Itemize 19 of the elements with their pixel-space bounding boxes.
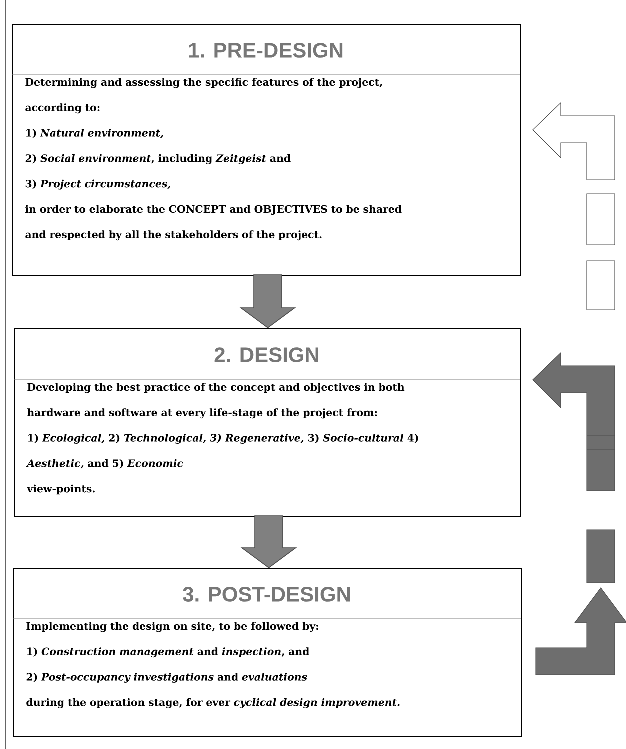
- block-arrow: [240, 516, 298, 568]
- body-text: 3) Project circumstances,: [26, 180, 171, 190]
- body-text: 1) Construction management and inspection, and: [27, 648, 310, 658]
- body-text: Developing the best practice of the concept and objectives in both hardware and software at every life-stage of the project from:: [28, 383, 405, 419]
- body-text: view-points.: [27, 484, 95, 495]
- stage-heading: 3. POST-DESIGN: [183, 587, 350, 602]
- stage-box: [12, 568, 522, 737]
- body-text: 2) Post-occupancy investigations and evaluations: [26, 673, 308, 684]
- block-arrow: [240, 274, 296, 328]
- stage-heading: 2. DESIGN: [214, 348, 318, 362]
- body-text: in order to elaborate the CONCEPT and OBJECTIVES to be shared and respected by all the stakeholders of the project.: [26, 205, 402, 241]
- stage-heading: 1. PRE-DESIGN: [189, 43, 343, 58]
- body-text: 2) Social environment, including Zeitgeist and: [26, 154, 291, 164]
- body-text: 1) Natural environment,: [26, 129, 164, 138]
- body-text: during the operation stage, for ever cyclical design improvement.: [26, 698, 400, 708]
- body-text: Determining and assessing the specific features of the project, according to:: [26, 78, 382, 114]
- stage-box: [12, 24, 521, 276]
- stage-box: [14, 328, 521, 517]
- body-text: Implementing the design on site, to be followed by:: [26, 622, 318, 632]
